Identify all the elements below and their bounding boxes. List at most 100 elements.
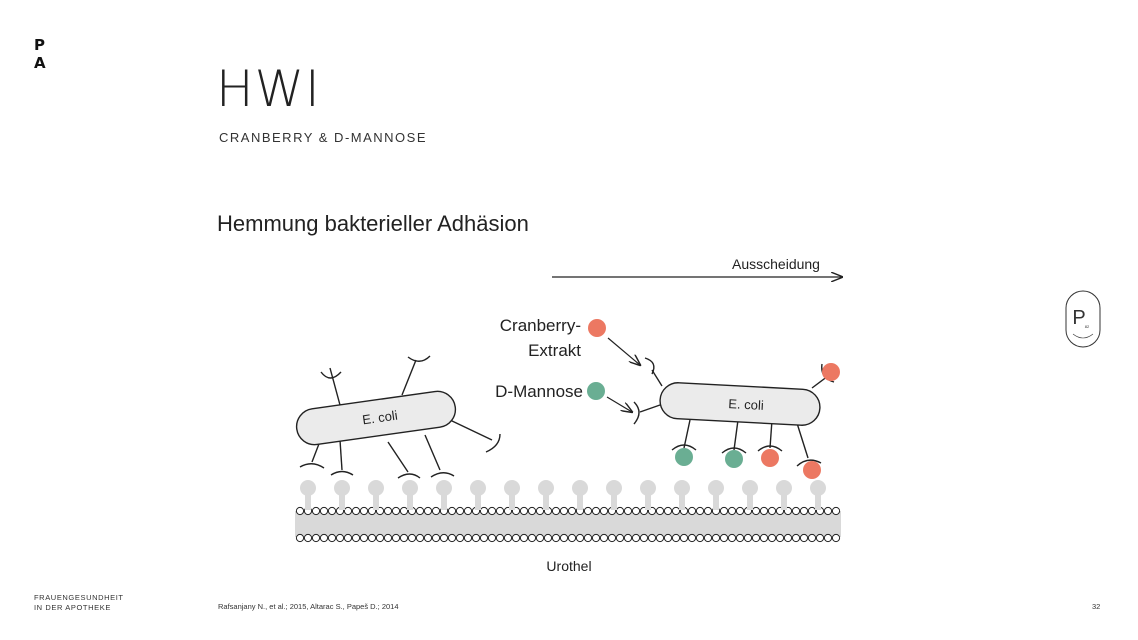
- lipid-head: [455, 533, 465, 543]
- mannose-receptor-stem: [679, 488, 685, 510]
- bound-cranberry-dot: [761, 449, 779, 467]
- lipid-head: [551, 533, 561, 543]
- lipid-head: [679, 533, 689, 543]
- lipid-head: [823, 533, 833, 543]
- lipid-head: [647, 533, 657, 543]
- lipid-head: [399, 533, 409, 543]
- mannose-receptor: [708, 480, 724, 496]
- lipid-head: [375, 533, 385, 543]
- mannose-receptor-stem: [611, 488, 617, 510]
- mannose-receptor: [606, 480, 622, 496]
- lipid-head: [455, 506, 465, 516]
- lipid-head: [391, 506, 401, 516]
- lipid-head: [479, 506, 489, 516]
- lipid-head: [591, 506, 601, 516]
- mannose-receptor: [334, 480, 350, 496]
- lipid-head: [295, 506, 305, 516]
- excretion-label: Ausscheidung: [732, 256, 820, 272]
- lipid-head: [511, 533, 521, 543]
- ecoli-left-label: E. coli: [361, 408, 398, 428]
- lipid-head: [319, 533, 329, 543]
- ecoli-right-label: E. coli: [728, 396, 764, 413]
- lipid-head: [831, 506, 841, 516]
- lipid-head: [399, 506, 409, 516]
- mannose-receptor-stem: [509, 488, 515, 510]
- lipid-head: [367, 533, 377, 543]
- lipid-head: [463, 506, 473, 516]
- lipid-head: [431, 506, 441, 516]
- pilus-receptor: [407, 355, 431, 362]
- lipid-head: [431, 533, 441, 543]
- brand-mark-p: P: [34, 36, 45, 54]
- pilus-receptor: [320, 371, 342, 379]
- ecoli-left-body: [295, 390, 457, 446]
- lipid-head: [423, 533, 433, 543]
- brand-mark-a: A: [34, 54, 46, 72]
- pilus: [733, 419, 739, 451]
- lipid-head: [623, 506, 633, 516]
- lipid-head: [415, 533, 425, 543]
- pilus: [449, 419, 493, 441]
- lipid-head: [567, 506, 577, 516]
- lipid-head: [495, 506, 505, 516]
- lipid-head: [711, 533, 721, 543]
- lipid-head: [319, 506, 329, 516]
- pilus-receptor: [397, 473, 421, 479]
- mannose-receptor-stem: [339, 488, 345, 510]
- bound-cranberry-dot: [822, 363, 840, 381]
- lipid-head: [751, 506, 761, 516]
- lipid-head: [535, 506, 545, 516]
- lipid-head: [759, 506, 769, 516]
- mannose-receptor-stem: [747, 488, 753, 510]
- lipid-head: [687, 506, 697, 516]
- pilus: [401, 359, 417, 396]
- pilus-receptor: [644, 357, 655, 375]
- mannose-receptor-stem: [441, 488, 447, 510]
- lipid-head: [615, 506, 625, 516]
- mannose-receptor-stem: [543, 488, 549, 510]
- lipid-head: [767, 533, 777, 543]
- lipid-head: [487, 533, 497, 543]
- lipid-head: [415, 506, 425, 516]
- lipid-head: [783, 533, 793, 543]
- lipid-head: [519, 506, 529, 516]
- lipid-head: [663, 506, 673, 516]
- cranberry-label-line2: Extrakt: [528, 341, 581, 360]
- lipid-head: [479, 533, 489, 543]
- lipid-head: [791, 506, 801, 516]
- lipid-head: [351, 506, 361, 516]
- mannose-receptor-stem: [713, 488, 719, 510]
- urothelium-membrane: [295, 480, 841, 543]
- mannose-receptor-stem: [815, 488, 821, 510]
- lipid-head: [295, 533, 305, 543]
- mannose-receptor-stem: [305, 488, 311, 510]
- mannose-label: D-Mannose: [495, 382, 583, 401]
- lipid-head: [735, 506, 745, 516]
- lipid-head: [807, 533, 817, 543]
- lipid-head: [351, 533, 361, 543]
- lipid-head: [663, 533, 673, 543]
- cranberry-legend-dot: [588, 319, 606, 337]
- lipid-head: [471, 533, 481, 543]
- mannose-legend-dot: [587, 382, 605, 400]
- mannose-receptor: [300, 480, 316, 496]
- pilus: [651, 369, 663, 387]
- footer-organization: FRAUENGESUNDHEIT IN DER APOTHEKE: [34, 593, 124, 613]
- lipid-head: [695, 506, 705, 516]
- lipid-head: [799, 506, 809, 516]
- pilus-receptor: [721, 447, 747, 454]
- lipid-head: [303, 533, 313, 543]
- lipid-head: [559, 533, 569, 543]
- lipid-head: [583, 533, 593, 543]
- mannose-receptor-stem: [577, 488, 583, 510]
- pilus-receptor: [757, 445, 783, 452]
- lipid-head: [823, 506, 833, 516]
- lipid-head: [543, 533, 553, 543]
- lipid-head: [623, 533, 633, 543]
- lipid-head: [447, 533, 457, 543]
- mannose-receptor-stem: [645, 488, 651, 510]
- mannose-receptor-stem: [373, 488, 379, 510]
- pilus: [639, 404, 661, 413]
- pilus-receptor: [796, 459, 822, 467]
- lipid-head: [383, 506, 393, 516]
